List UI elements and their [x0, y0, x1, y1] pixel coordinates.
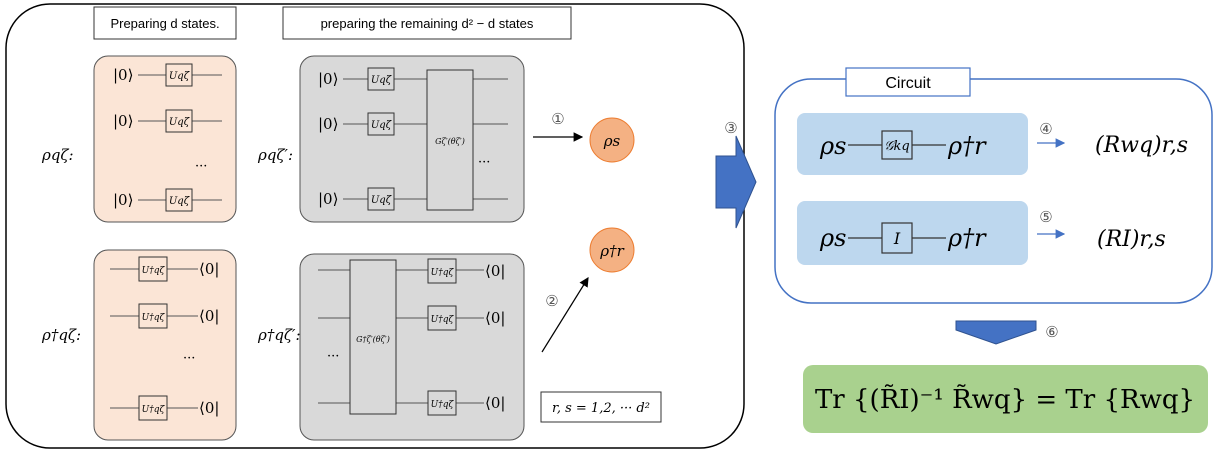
circuit-title-box [845, 67, 971, 97]
ellipsis-c: ··· [183, 351, 195, 366]
gate-g-dagger: G†ζ′(θζ′) [356, 335, 390, 344]
rho-s-node [589, 117, 635, 163]
circuit-title: Circuit [885, 75, 931, 92]
bra-0-c1: ⟨0| [199, 260, 219, 278]
gate-u-b2: Uqζ [371, 120, 392, 131]
step-5: ⑤ [1039, 208, 1052, 226]
step-3: ③ [724, 119, 737, 137]
label-rho-q-zeta-prime-dagger: ρ†qζ′: [257, 326, 301, 344]
ellipsis-a: ··· [195, 159, 207, 174]
gate-u-a1: Uqζ [169, 71, 190, 82]
formula-box [803, 365, 1208, 433]
gate-u-b3: Uqζ [371, 195, 392, 206]
gate-i: I [893, 229, 901, 248]
ellipsis-d: ··· [327, 349, 339, 364]
gate-gqk: 𝒢kq [884, 139, 909, 154]
step-2: ② [545, 292, 558, 310]
gate-gqk-box [881, 130, 913, 160]
ket-0-b1: |0⟩ [318, 70, 338, 88]
gate-i-box [881, 222, 913, 254]
label-rho-q-zeta: ρqζ: [41, 146, 74, 164]
title-remaining-box [282, 6, 572, 40]
bra-0-d3: ⟨0| [485, 394, 505, 412]
bra-0-d1: ⟨0| [485, 262, 505, 280]
range-note-box [540, 391, 662, 423]
gate-udag-c1: U†qζ [142, 266, 166, 276]
ket-0-b2: |0⟩ [318, 115, 338, 133]
circuit-panel-frame [774, 78, 1213, 304]
arrow-2 [541, 276, 589, 353]
gate-udag-c2: U†qζ [142, 313, 166, 323]
range-note: r, s = 1,2, ··· d² [552, 401, 650, 416]
bra-0-c2: ⟨0| [199, 307, 219, 325]
step-1: ① [551, 110, 564, 128]
d-state-dagger-box [93, 249, 237, 441]
row2-left: ρs [819, 224, 846, 252]
ellipsis-b: ··· [478, 155, 490, 170]
title-remaining: preparing the remaining d² − d states [321, 16, 534, 31]
gate-udag-d1: U†qζ [431, 268, 455, 278]
step-6: ⑥ [1045, 323, 1058, 341]
row1-right: ρ†r [947, 132, 987, 160]
big-down-arrow [955, 320, 1037, 345]
step-4: ④ [1039, 120, 1052, 138]
label-rho-q-zeta-dagger: ρ†qζ: [41, 326, 81, 344]
label-rho-q-zeta-prime: ρqζ′: [257, 146, 293, 164]
rho-r-dagger-label: ρ†r [599, 242, 624, 260]
title-d-states-box [93, 6, 237, 40]
ket-0-a3: |0⟩ [113, 191, 133, 209]
remaining-dagger-box [299, 253, 525, 441]
title-d-states: Preparing d states. [110, 16, 219, 31]
gate-udag-d3: U†qζ [431, 400, 455, 410]
row2-result: (RI)r,s [1097, 227, 1166, 252]
formula-text: Tr {(R̃I)⁻¹ R̃wq} = Tr {Rwq} [815, 384, 1195, 415]
gate-g: Gζ′(θζ′) [435, 137, 465, 146]
d-state-prep-circuit [138, 63, 222, 212]
remaining-prep-circuit [343, 67, 508, 211]
rho-r-dagger-node [589, 227, 635, 273]
ket-0-a2: |0⟩ [113, 112, 133, 130]
row2-right: ρ†r [947, 224, 987, 252]
gate-udag-c3: U†qζ [142, 405, 166, 415]
d-state-prep-box [93, 55, 237, 223]
gate-u-a3: Uqζ [169, 196, 190, 207]
row1-result: (Rwq)r,s [1095, 133, 1188, 158]
d-state-dagger-circuit [110, 256, 198, 421]
bra-0-d2: ⟨0| [485, 309, 505, 327]
bra-0-c3: ⟨0| [199, 399, 219, 417]
remaining-dagger-circuit [318, 258, 484, 416]
gate-u-b1: Uqζ [371, 75, 392, 86]
gate-u-a2: Uqζ [169, 117, 190, 128]
gate-udag-d2: U†qζ [431, 315, 455, 325]
ket-0-a1: |0⟩ [113, 66, 133, 84]
row1-left: ρs [819, 132, 846, 160]
big-right-arrow [715, 135, 757, 229]
ket-0-b3: |0⟩ [318, 190, 338, 208]
rho-s-label: ρs [603, 132, 621, 150]
